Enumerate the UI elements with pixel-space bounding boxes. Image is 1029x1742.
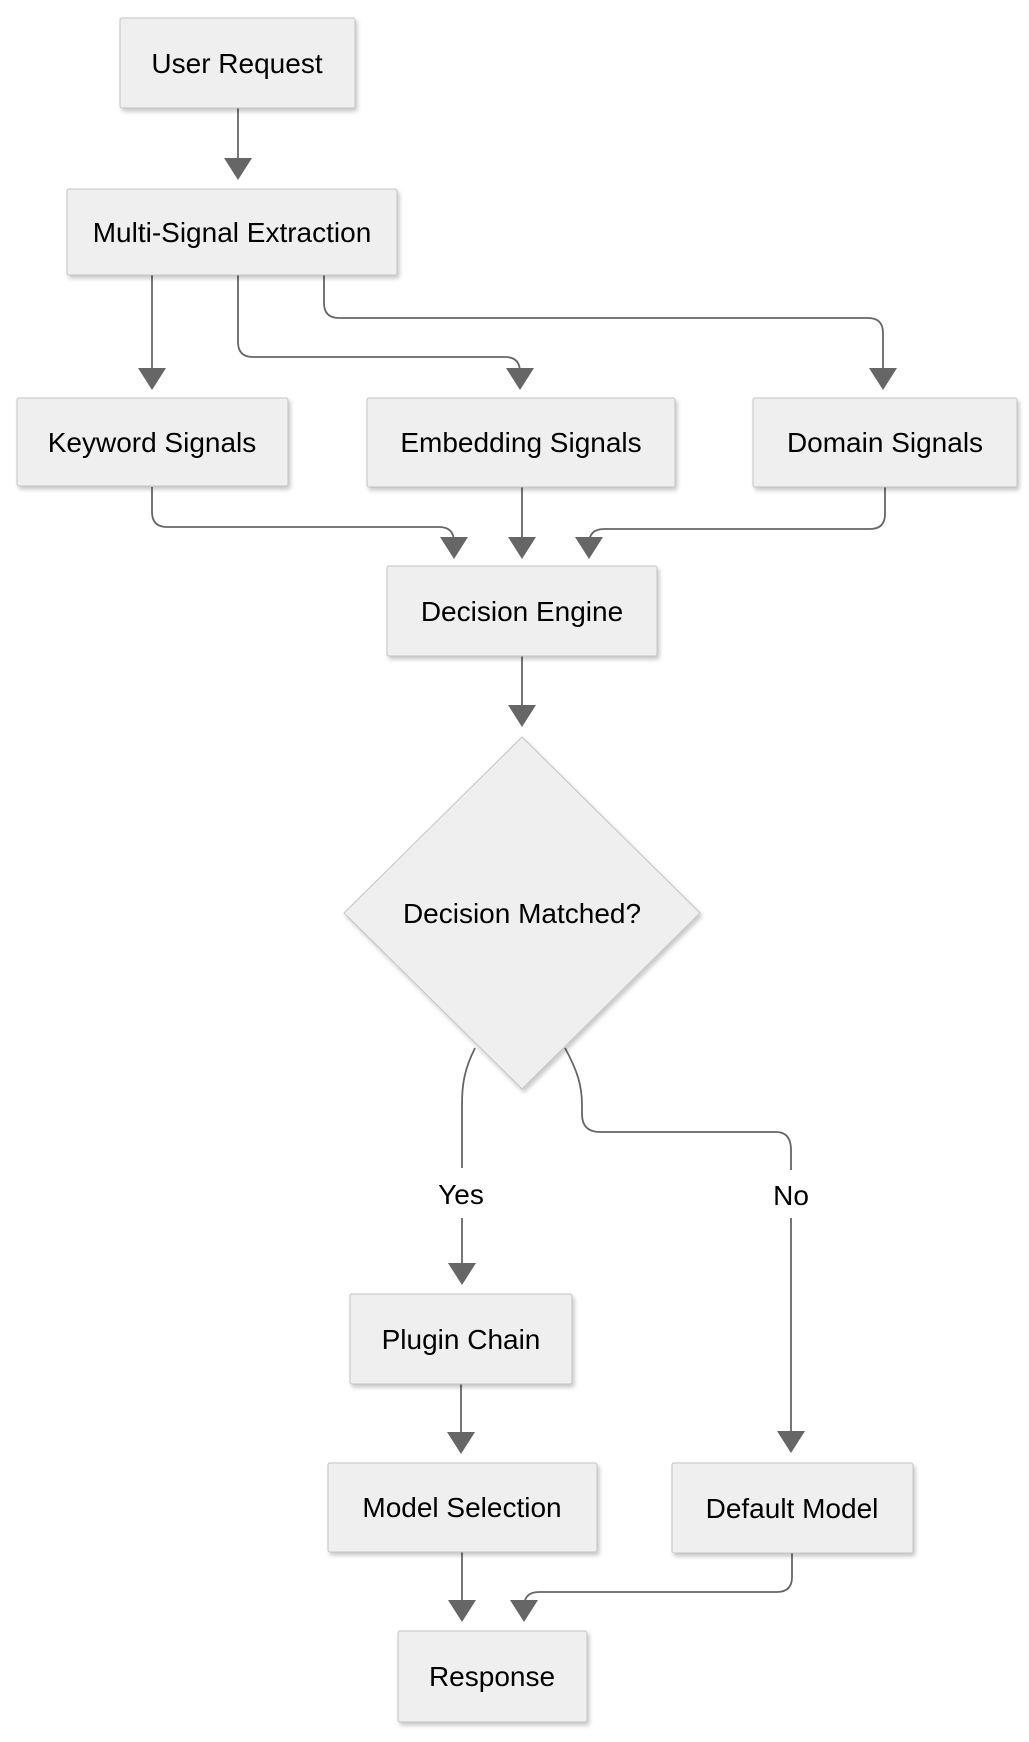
node-default-model: Default Model: [671, 1462, 914, 1554]
edge-decision-matched-no-upper: [564, 1047, 792, 1170]
edge-domain-signals-to-decision-engine: [575, 487, 886, 559]
node-embedding-signals: Embedding Signals: [366, 397, 676, 488]
node-default-model-label: Default Model: [706, 1493, 879, 1524]
node-plugin-chain-label: Plugin Chain: [382, 1324, 541, 1355]
node-response: Response: [397, 1630, 588, 1723]
node-multi-signal-extraction-label: Multi-Signal Extraction: [93, 217, 372, 248]
node-domain-signals: Domain Signals: [752, 397, 1018, 488]
node-user-request-box: [119, 17, 356, 109]
node-domain-signals-label: Domain Signals: [787, 427, 983, 458]
node-multi-signal-extraction: Multi-Signal Extraction: [66, 188, 398, 276]
node-decision-engine-label: Decision Engine: [421, 596, 623, 627]
edge-multi-signal-extraction-to-embedding-signals: [237, 275, 534, 390]
node-default-model-box: [671, 1462, 914, 1554]
node-response-label: Response: [429, 1661, 555, 1692]
edge-multi-signal-extraction-to-domain-signals: [323, 275, 897, 390]
node-embedding-signals-label: Embedding Signals: [400, 427, 641, 458]
edge-label-no: No: [773, 1180, 809, 1211]
node-model-selection: Model Selection: [327, 1462, 598, 1553]
node-plugin-chain-box: [349, 1293, 573, 1385]
node-decision-matched: Decision Matched?: [343, 736, 701, 1090]
edge-label-yes: Yes: [438, 1179, 484, 1210]
node-multi-signal-extraction-box: [66, 188, 398, 276]
node-response-box: [397, 1630, 588, 1723]
node-embedding-signals-box: [366, 397, 676, 488]
node-decision-engine-box: [386, 565, 658, 657]
node-model-selection-label: Model Selection: [362, 1492, 561, 1523]
node-decision-matched-diamond: [343, 736, 701, 1090]
node-keyword-signals-box: [16, 397, 289, 487]
node-keyword-signals: Keyword Signals: [16, 397, 289, 487]
node-decision-engine: Decision Engine: [386, 565, 658, 657]
edge-keyword-signals-to-decision-engine: [151, 487, 468, 559]
node-user-request: User Request: [119, 17, 356, 109]
node-user-request-label: User Request: [151, 48, 322, 79]
node-plugin-chain: Plugin Chain: [349, 1293, 573, 1385]
node-keyword-signals-label: Keyword Signals: [48, 427, 257, 458]
node-domain-signals-box: [752, 397, 1018, 488]
edge-decision-matched-yes-upper: [461, 1047, 476, 1168]
node-model-selection-box: [327, 1462, 598, 1553]
node-decision-matched-label: Decision Matched?: [403, 898, 641, 929]
edge-default-model-to-response: [510, 1553, 793, 1622]
edge-layer: [138, 108, 897, 1622]
